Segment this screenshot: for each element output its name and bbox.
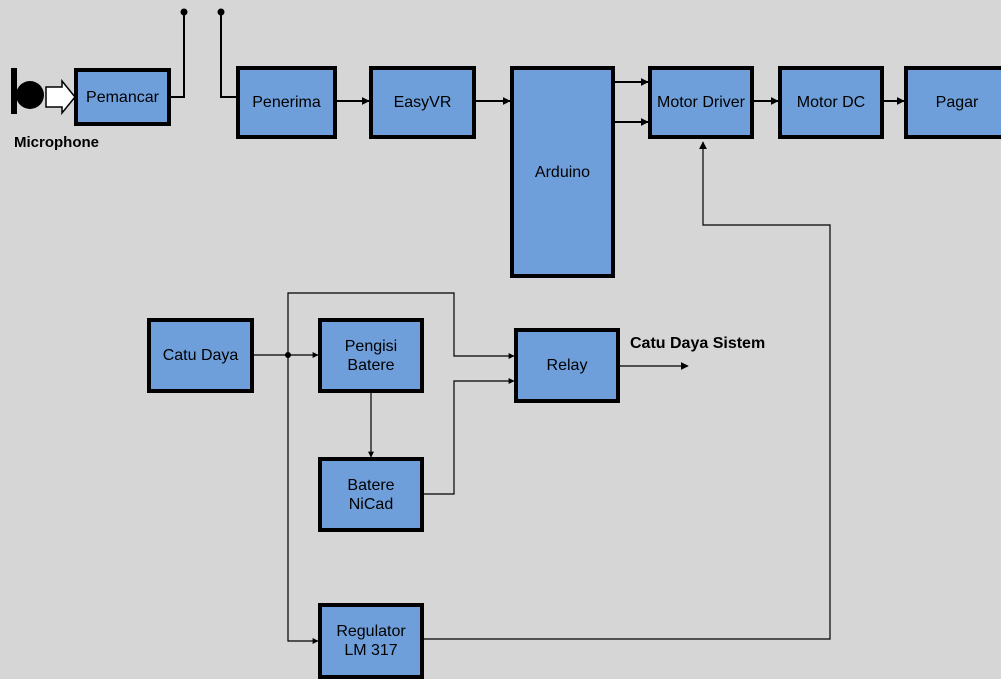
junction-dot — [285, 352, 291, 358]
microphone-icon — [11, 68, 44, 114]
arduino-block: Arduino — [510, 66, 615, 278]
mic-to-pemancar-arrow — [46, 81, 75, 113]
catu-daya-sistem-label: Catu Daya Sistem — [630, 335, 765, 353]
pemancar-block: Pemancar — [74, 68, 171, 126]
regulator-block: Regulator LM 317 — [318, 603, 424, 679]
antenna-tip — [181, 9, 188, 16]
antenna-icon — [170, 12, 184, 97]
penerima-block: Penerima — [236, 66, 337, 139]
relay-block: Relay — [514, 328, 620, 403]
line-regulator-motordriver — [424, 142, 830, 639]
antenna-tip — [218, 9, 225, 16]
motor-dc-block: Motor DC — [778, 66, 884, 139]
pengisi-batere-block: Pengisi Batere — [318, 318, 424, 393]
catu-daya-block: Catu Daya — [147, 318, 254, 393]
batere-nicad-block: Batere NiCad — [318, 457, 424, 532]
microphone-label: Microphone — [14, 134, 99, 151]
motor-driver-block: Motor Driver — [648, 66, 754, 139]
antenna-icon — [221, 12, 236, 97]
line-batere-relay — [423, 381, 514, 494]
line-to-regulator — [288, 355, 318, 641]
easyvr-block: EasyVR — [369, 66, 476, 139]
pagar-block: Pagar — [904, 66, 1001, 139]
